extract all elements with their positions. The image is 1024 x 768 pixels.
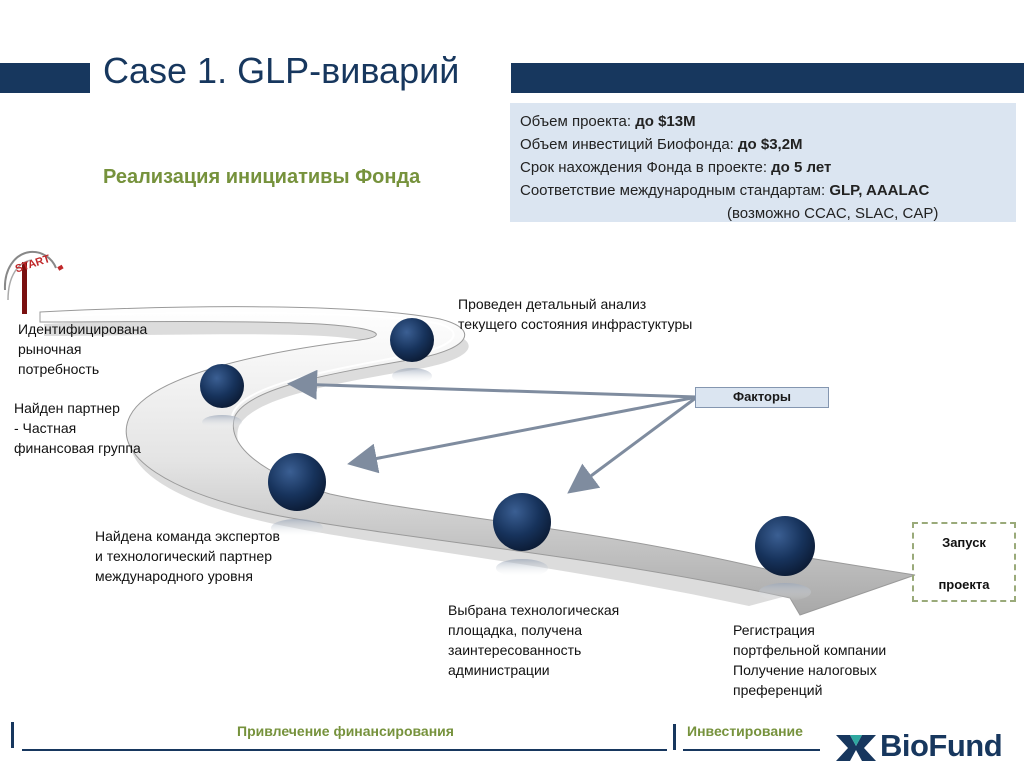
milestone-label-site: Выбрана технологическая площадка, получе…: [448, 600, 619, 680]
project-info-box: Объем проекта: до $13M Объем инвестиций …: [510, 103, 1016, 222]
slide-subtitle: Реализация инициативы Фонда: [103, 166, 420, 189]
factors-box: Факторы: [695, 387, 829, 408]
milestone-ball-5: [755, 516, 815, 601]
milestone-label-analysis: Проведен детальный анализ текущего состо…: [458, 294, 692, 334]
info-line-volume: Объем проекта: до $13M: [520, 110, 1006, 133]
timeline-line-investing: [683, 749, 820, 751]
timeline-label-investing: Инвестирование: [687, 723, 803, 739]
timeline-tick-mid: [673, 724, 676, 750]
biofund-logo-icon: [836, 733, 876, 763]
factor-arrow-1: [293, 384, 697, 397]
milestone-label-team: Найдена команда экспертов и технологичес…: [95, 526, 280, 586]
info-line-term: Срок нахождения Фонда в проекте: до 5 ле…: [520, 156, 1006, 179]
biofund-logo-text: BioFund: [880, 728, 1002, 764]
title-bar-right: [511, 63, 1024, 93]
launch-line-2: проекта: [914, 577, 1014, 592]
timeline-tick-start: [11, 722, 14, 748]
slide-title: Case 1. GLP-виварий: [103, 50, 459, 92]
factor-arrow-2: [353, 397, 697, 463]
milestone-ball-2: [200, 364, 244, 429]
info-line-investment: Объем инвестиций Биофонда: до $3,2M: [520, 133, 1006, 156]
milestone-label-need: Идентифицирована рыночная потребность: [18, 319, 147, 379]
start-sign-flag: [57, 265, 63, 271]
info-line-standards: Соответствие международным стандартам: G…: [520, 179, 1006, 202]
title-bar-left: [0, 63, 90, 93]
milestone-ball-4: [493, 493, 551, 577]
milestone-ball-3: [268, 453, 326, 537]
milestone-ball-1: [390, 318, 434, 384]
info-line-extra: (возможно CCAC, SLAC, CAP): [520, 202, 1006, 225]
timeline-label-financing: Привлечение финансирования: [237, 723, 454, 739]
timeline-line-financing: [22, 749, 667, 751]
milestone-label-partner: Найден партнер - Частная финансовая груп…: [14, 398, 141, 458]
launch-line-1: Запуск: [914, 535, 1014, 550]
factor-arrow-3: [572, 397, 697, 490]
milestone-label-registration: Регистрация портфельной компании Получен…: [733, 620, 886, 700]
launch-box: Запуск проекта: [912, 522, 1016, 602]
